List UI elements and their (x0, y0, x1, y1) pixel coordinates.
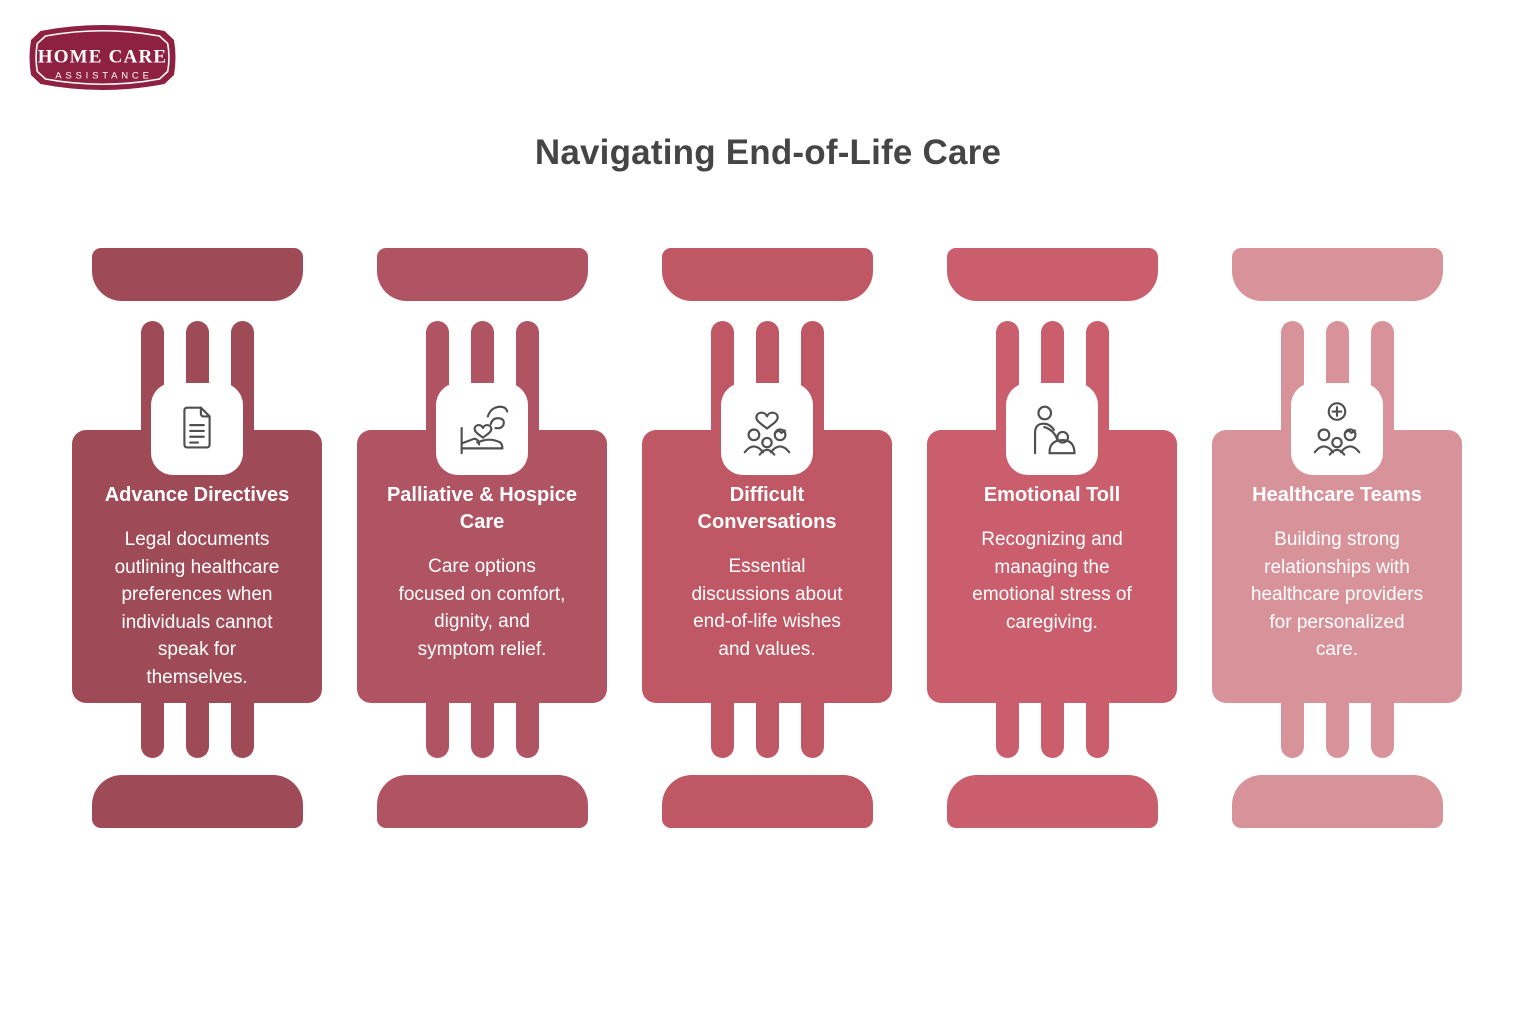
logo-line1: HOME CARE (38, 47, 168, 68)
card-title: Healthcare Teams (1252, 484, 1422, 506)
pillar-bar (425, 703, 449, 758)
card-wrap: Advance Directives Legal documents outli… (72, 383, 322, 703)
pillar-bar (800, 703, 824, 758)
pillar-bottom-bars (1280, 703, 1394, 758)
icon-badge (151, 383, 243, 475)
page-title: Navigating End-of-Life Care (534, 133, 1002, 172)
card-wrap: Emotional Toll Recognizing and managing … (927, 383, 1177, 703)
logo-line2: ASSISTANCE (55, 71, 152, 82)
card-body: Palliative & Hospice Care Care options f… (357, 430, 607, 703)
card-advance-directives: Advance Directives Legal documents outli… (72, 248, 322, 828)
pillar-bar (230, 703, 254, 758)
card-body: Difficult Conversations Essential discus… (642, 430, 892, 703)
card-difficult-conversations: Difficult Conversations Essential discus… (642, 248, 892, 828)
icon-badge (1291, 383, 1383, 475)
card-healthcare-teams: Healthcare Teams Building strong relatio… (1212, 248, 1462, 828)
card-description: Care options focused on comfort, dignity… (398, 556, 566, 660)
pillar-top-cap (946, 248, 1158, 301)
caregiver-comfort-icon (1033, 405, 1076, 455)
cards-row: Advance Directives Legal documents outli… (72, 248, 1462, 828)
medical-team-icon (1313, 402, 1361, 456)
pillar-bar (755, 703, 779, 758)
card-title: Advance Directives (104, 484, 290, 506)
card-wrap: Healthcare Teams Building strong relatio… (1212, 383, 1462, 703)
pillar-bar (710, 703, 734, 758)
card-description: Recognizing and managing the emotional s… (972, 529, 1132, 633)
pillar-bar (1280, 703, 1304, 758)
card-title: Palliative & Hospice Care (386, 484, 578, 533)
document-icon (183, 406, 211, 449)
logo-badge-icon: HOME CARE ASSISTANCE (29, 25, 176, 90)
card-body: Advance Directives Legal documents outli… (72, 430, 322, 703)
card-description: Building strong relationships with healt… (1250, 529, 1424, 660)
pillar-top-cap (376, 248, 588, 301)
pillar-bottom-cap (376, 775, 588, 828)
card-wrap: Difficult Conversations Essential discus… (642, 383, 892, 703)
pillar-bottom-cap (661, 775, 873, 828)
logo-inner-border (35, 29, 170, 86)
card-description: Legal documents outlining healthcare pre… (114, 529, 280, 688)
pillar-bottom-bars (995, 703, 1109, 758)
pillar-bar (515, 703, 539, 758)
home-care-assistance-logo: HOME CARE ASSISTANCE (25, 13, 180, 102)
icon-badge (721, 383, 813, 475)
hospice-bed-icon (460, 405, 509, 455)
pillar-bar (140, 703, 164, 758)
card-title: Difficult Conversations (697, 484, 837, 533)
pillar-bar (470, 703, 494, 758)
card-emotional-toll: Emotional Toll Recognizing and managing … (927, 248, 1177, 828)
card-palliative-hospice-care: Palliative & Hospice Care Care options f… (357, 248, 607, 828)
icon-badge (436, 383, 528, 475)
card-body: Emotional Toll Recognizing and managing … (927, 430, 1177, 703)
logo-badge-shape (29, 25, 176, 90)
pillar-bottom-bars (710, 703, 824, 758)
pillar-bar (1325, 703, 1349, 758)
pillar-top-cap (661, 248, 873, 301)
pillar-bottom-cap (1231, 775, 1443, 828)
pillar-bottom-cap (91, 775, 303, 828)
pillar-bar (1370, 703, 1394, 758)
pillar-top-cap (91, 248, 303, 301)
card-wrap: Palliative & Hospice Care Care options f… (357, 383, 607, 703)
card-title: Emotional Toll (983, 484, 1121, 506)
pillar-bar (995, 703, 1019, 758)
card-body: Healthcare Teams Building strong relatio… (1212, 430, 1462, 703)
pillar-bar (1040, 703, 1064, 758)
pillar-bar (185, 703, 209, 758)
pillar-top-cap (1231, 248, 1443, 301)
pillar-bottom-cap (946, 775, 1158, 828)
pillar-bar (1085, 703, 1109, 758)
pillar-bottom-bars (140, 703, 254, 758)
icon-badge (1006, 383, 1098, 475)
pillar-bottom-bars (425, 703, 539, 758)
family-heart-icon (743, 411, 791, 456)
card-description: Essential discussions about end-of-life … (691, 556, 843, 660)
